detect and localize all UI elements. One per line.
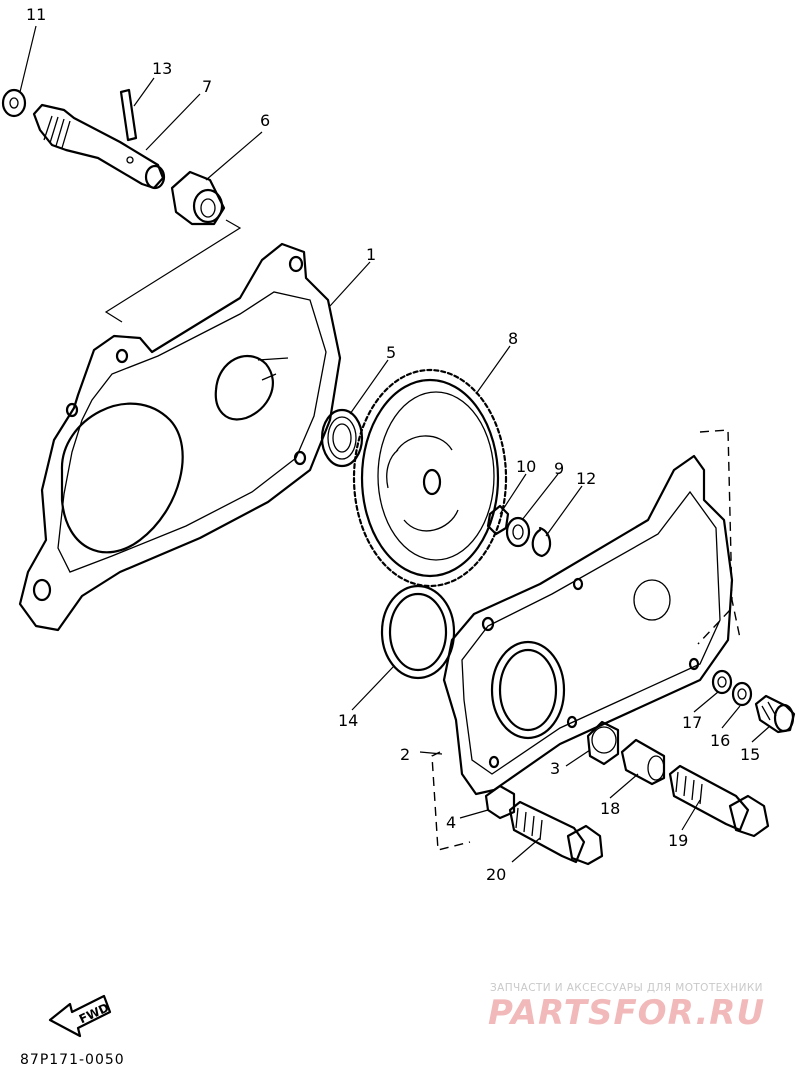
part-nut-10 bbox=[486, 504, 510, 536]
callout-11: 11 bbox=[26, 5, 46, 24]
part-cover-1 bbox=[18, 242, 342, 632]
callout-7: 7 bbox=[202, 77, 212, 96]
part-washer-9 bbox=[505, 516, 531, 548]
callout-18: 18 bbox=[600, 799, 620, 818]
leader-lines bbox=[19, 25, 771, 863]
watermark-logo: PARTSFOR.RU bbox=[488, 993, 765, 1033]
callout-12: 12 bbox=[576, 469, 596, 488]
part-housing-2 bbox=[442, 454, 734, 796]
part-oring-14 bbox=[380, 584, 456, 680]
callout-6: 6 bbox=[260, 111, 270, 130]
callout-14: 14 bbox=[338, 711, 358, 730]
part-bearing-5 bbox=[320, 408, 364, 468]
callout-8: 8 bbox=[508, 329, 518, 348]
fwd-label: FWD bbox=[77, 1000, 111, 1026]
assembly-link-6-1 bbox=[104, 219, 242, 323]
part-washer-11 bbox=[1, 88, 27, 118]
part-dowel-18 bbox=[620, 738, 666, 786]
callout-15: 15 bbox=[740, 745, 760, 764]
part-collar-6 bbox=[170, 170, 226, 226]
callout-16: 16 bbox=[710, 731, 730, 750]
part-shaft-7 bbox=[32, 103, 166, 190]
part-clip-12 bbox=[531, 526, 552, 558]
part-pin-13 bbox=[119, 88, 138, 142]
callout-5: 5 bbox=[386, 343, 396, 362]
part-screw-15 bbox=[754, 694, 796, 734]
diagram-code: 87P171-0050 bbox=[20, 1052, 125, 1068]
callout-9: 9 bbox=[554, 459, 564, 478]
part-washer-17 bbox=[711, 669, 733, 695]
callout-10: 10 bbox=[516, 457, 536, 476]
callout-1: 1 bbox=[366, 245, 376, 264]
callout-13: 13 bbox=[152, 59, 172, 78]
part-sleeve-3 bbox=[586, 720, 620, 766]
watermark-tagline: ЗАПЧАСТИ И АКСЕССУАРЫ ДЛЯ МОТОТЕХНИКИ bbox=[490, 982, 763, 994]
callout-4: 4 bbox=[446, 813, 456, 832]
callout-20: 20 bbox=[486, 865, 506, 884]
callout-2: 2 bbox=[400, 745, 410, 764]
callout-19: 19 bbox=[668, 831, 688, 850]
callout-3: 3 bbox=[550, 759, 560, 778]
part-lockwasher-16 bbox=[731, 681, 753, 707]
part-bolt-19 bbox=[668, 764, 770, 838]
callout-17: 17 bbox=[682, 713, 702, 732]
part-gear-8 bbox=[352, 368, 508, 588]
part-bolt-20 bbox=[508, 800, 604, 866]
fwd-arrow-icon: FWD bbox=[48, 994, 111, 1038]
